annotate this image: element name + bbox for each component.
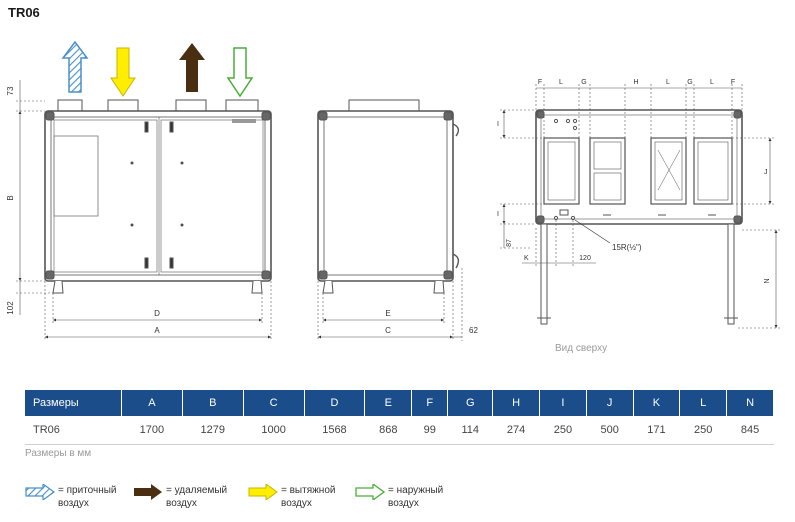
table-cell: TR06 (25, 416, 122, 445)
dim-c: C (385, 326, 391, 335)
table-cell: 250 (539, 416, 587, 445)
table-cell: 114 (447, 416, 493, 445)
front-view (44, 99, 272, 294)
dim-k: K (524, 255, 529, 262)
legend-item-exhaust: = удаляемый воздух (133, 484, 246, 510)
page-title: TR06 (8, 5, 40, 20)
legend-label-line2: воздух (166, 498, 197, 509)
side-dimensions (317, 268, 463, 341)
table-cell: 868 (364, 416, 412, 445)
table-row: TR06 1700 1279 1000 1568 868 99 114 274 … (25, 416, 774, 445)
legend-label-line1: = приточный (58, 485, 117, 496)
legend-item-supply: = приточный воздух (25, 484, 138, 510)
table-cell: 274 (492, 416, 540, 445)
extract-air-arrow-icon (110, 47, 136, 97)
column-header: K (633, 390, 681, 416)
supply-air-arrow-icon (61, 40, 89, 93)
column-header: N (726, 390, 774, 416)
legend-label-line1: = удаляемый (166, 485, 228, 496)
dim-f-2: F (731, 79, 735, 86)
dim-f-1: F (538, 79, 542, 86)
legend-item-extract: = вытяжной воздух (248, 484, 361, 510)
exhaust-air-arrow-icon (134, 484, 162, 500)
dim-l-3: L (710, 79, 714, 86)
table-header-row: Размеры A B C D E F G H I J K L N (25, 390, 774, 416)
dim-j: J (764, 169, 768, 176)
table-cell: 500 (586, 416, 634, 445)
top-view (535, 109, 743, 325)
table-cell: 99 (411, 416, 448, 445)
outdoor-air-arrow-icon (355, 484, 385, 500)
table-cell: 845 (726, 416, 774, 445)
dim-g-2: G (687, 79, 692, 86)
supply-air-arrow-icon (25, 484, 55, 500)
top-dimensions (500, 84, 780, 329)
exhaust-air-arrow-icon (179, 43, 205, 92)
outdoor-air-arrow-icon (226, 47, 254, 98)
column-header: I (539, 390, 587, 416)
table-cell: 250 (679, 416, 727, 445)
legend-label-line1: = вытяжной (281, 485, 336, 496)
legend-label-line2: воздух (388, 498, 419, 509)
front-dimensions (16, 80, 272, 341)
column-header: G (447, 390, 494, 416)
table-cell: 171 (633, 416, 680, 445)
dim-n: N (764, 278, 771, 283)
dim-120: 120 (579, 255, 591, 262)
legend-label-line2: воздух (58, 498, 89, 509)
column-header: L (679, 390, 728, 416)
legend-label-line1: = наружный (388, 485, 444, 496)
dim-102: 102 (6, 301, 15, 315)
column-header: F (411, 390, 449, 416)
top-view-caption: Вид сверху (555, 343, 608, 354)
dim-i-2: I (497, 211, 499, 218)
dim-b: B (6, 195, 15, 200)
side-view (317, 99, 460, 294)
dim-h: H (633, 79, 638, 86)
column-header: J (586, 390, 634, 416)
column-header: B (182, 390, 244, 416)
dim-d: D (154, 309, 160, 318)
dim-e: E (385, 309, 390, 318)
pipe-label: 15R(½") (612, 243, 642, 252)
table-cell: 1279 (182, 416, 244, 445)
technical-drawing: 73 B 102 D A E C 62 (6, 40, 780, 341)
table-cell: 1000 (243, 416, 305, 445)
dimensions-table: Размеры A B C D E F G H I J K L N TR06 1… (25, 390, 774, 445)
dim-73: 73 (6, 86, 15, 95)
legend-label-line2: воздух (281, 498, 312, 509)
column-header: A (121, 390, 183, 416)
dim-l-1: L (559, 79, 563, 86)
dim-87: 87 (506, 239, 513, 247)
column-header: H (492, 390, 540, 416)
table-cell: 1700 (121, 416, 183, 445)
units-note: Размеры в мм (25, 448, 92, 459)
column-header: E (364, 390, 413, 416)
dim-62: 62 (469, 326, 478, 335)
column-header: D (304, 390, 366, 416)
dim-g-1: G (581, 79, 586, 86)
dim-i-1: I (497, 121, 499, 128)
column-header: Размеры (25, 390, 122, 416)
legend-item-outdoor: = наружный воздух (355, 484, 468, 510)
extract-air-arrow-icon (248, 484, 278, 500)
dim-a: A (154, 326, 160, 335)
dim-l-2: L (666, 79, 670, 86)
column-header: C (243, 390, 305, 416)
table-cell: 1568 (304, 416, 365, 445)
